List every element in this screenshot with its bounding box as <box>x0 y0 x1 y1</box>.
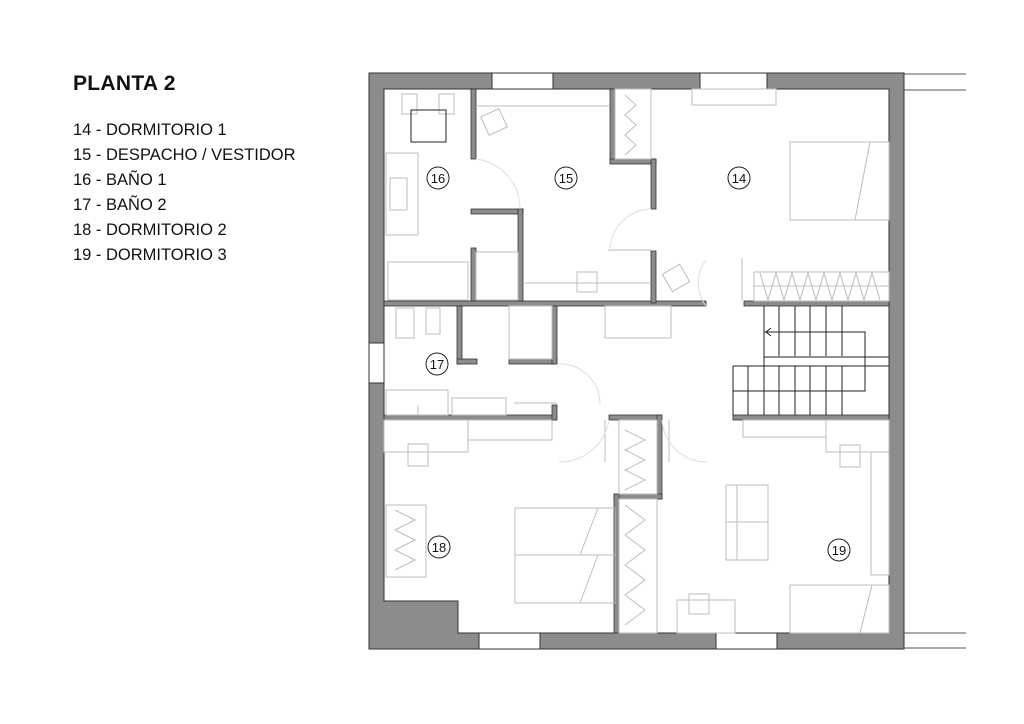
legend-item-dormitorio-3: 19 - DORMITORIO 3 <box>73 246 227 264</box>
legend-item-bano-1: 16 - BAÑO 1 <box>73 171 167 189</box>
room-label-15: 15 <box>554 166 578 190</box>
svg-text:18: 18 <box>432 540 446 555</box>
room-label-18: 18 <box>427 535 451 559</box>
legend-item-dormitorio-2: 18 - DORMITORIO 2 <box>73 221 227 239</box>
window-18 <box>478 632 541 650</box>
room-label-17: 17 <box>425 352 449 376</box>
windows <box>368 72 778 650</box>
svg-text:16: 16 <box>431 171 445 186</box>
legend: PLANTA 2 14 - DORMITORIO 1 15 - DESPACHO… <box>73 72 296 268</box>
balcony-lines <box>904 73 966 649</box>
door-swings <box>475 158 708 463</box>
room-labels: 14 15 16 17 18 19 <box>425 166 851 562</box>
svg-text:15: 15 <box>559 171 573 186</box>
legend-item-despacho-vestidor: 15 - DESPACHO / VESTIDOR <box>73 146 296 164</box>
svg-text:14: 14 <box>732 171 746 186</box>
room-label-16: 16 <box>426 166 450 190</box>
window-15 <box>491 72 554 90</box>
room-label-14: 14 <box>727 166 751 190</box>
svg-text:17: 17 <box>430 357 444 372</box>
svg-text:19: 19 <box>832 543 846 558</box>
room-label-19: 19 <box>827 538 851 562</box>
interior-walls <box>383 88 890 634</box>
staircase <box>732 306 889 415</box>
window-19 <box>715 632 778 650</box>
legend-item-dormitorio-1: 14 - DORMITORIO 1 <box>73 121 227 139</box>
room-legend-list: 14 - DORMITORIO 1 15 - DESPACHO / VESTID… <box>73 118 296 268</box>
stair-direction-arrow-icon <box>765 327 772 337</box>
legend-item-bano-2: 17 - BAÑO 2 <box>73 196 167 214</box>
window-14 <box>699 72 768 90</box>
plan-title: PLANTA 2 <box>73 72 176 95</box>
window-17 <box>368 342 385 384</box>
furniture <box>383 88 890 634</box>
